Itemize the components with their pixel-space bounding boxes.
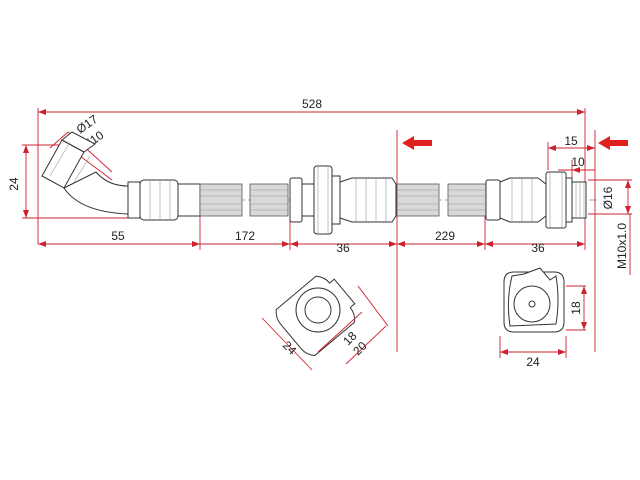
left-crimp (127, 179, 201, 221)
height-left-label: 24 (7, 177, 21, 191)
right-fitting-length-label: 15 (564, 134, 578, 148)
section-view-1: 24 18 20 (261, 275, 389, 371)
seg-hose-1-label: 172 (235, 229, 255, 243)
arrow-left-icon (402, 136, 432, 150)
dimension-left-height: 24 (7, 144, 130, 219)
dimension-total-length: 528 (38, 97, 585, 115)
middle-bracket-fitting (289, 165, 397, 235)
thread-label: M10x1.0 (615, 223, 629, 269)
left-banjo-fitting (41, 131, 129, 215)
arrow-right-icon (598, 136, 628, 150)
seg-bracket-1-label: 36 (336, 241, 350, 255)
seg-left-fitting-label: 55 (111, 229, 125, 243)
right-thread-length-label: 10 (571, 155, 585, 169)
seg-hose-2-label: 229 (435, 229, 455, 243)
total-length-label: 528 (302, 97, 322, 111)
section-arrows (402, 136, 628, 150)
section2-width-label: 24 (526, 355, 540, 369)
hose-segment-2 (396, 183, 487, 217)
section-view-2: 24 18 (499, 267, 587, 369)
hose-segment-1 (199, 183, 289, 217)
dimension-right-fitting: 15 10 Ø16 M10x1.0 (548, 134, 632, 275)
right-diameter-label: Ø16 (601, 186, 615, 209)
section2-flat-label: 18 (569, 301, 583, 315)
seg-bracket-2-label: 36 (531, 241, 545, 255)
right-fitting (485, 171, 587, 229)
dimension-chain-bottom: 55 172 36 229 36 (38, 229, 585, 255)
